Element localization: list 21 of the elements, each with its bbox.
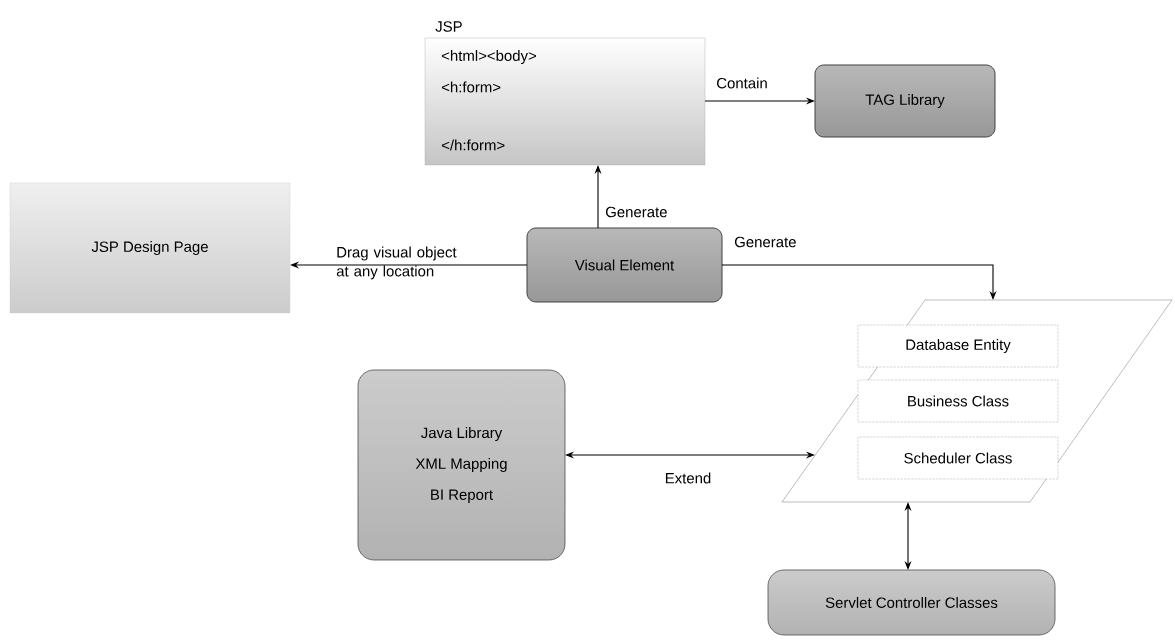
code-line: </h:form> <box>441 139 505 151</box>
process-box: Servlet Controller Classes <box>767 569 1056 636</box>
code-box <box>424 21 706 166</box>
process-box: TAG Library <box>814 64 996 138</box>
class-box: Scheduler Class <box>857 436 1059 480</box>
code-line: <html><body> <box>441 50 536 64</box>
arrow <box>904 502 912 570</box>
arrow <box>565 451 815 459</box>
class-box: Database Entity <box>857 324 1059 368</box>
code-line: <h:form> <box>441 81 501 93</box>
page-box: JSP Design Page <box>9 182 291 314</box>
class-box: Business Class <box>857 379 1059 423</box>
process-box: Visual Element <box>526 227 723 303</box>
edge-label: Contain <box>715 76 769 90</box>
process-box: Java Library XML Mapping BI Report <box>357 369 566 561</box>
arrow <box>721 264 997 300</box>
heading: JSP <box>435 21 462 32</box>
edge-label: Extend <box>663 471 713 485</box>
edge-label: Drag visual object at any location <box>336 246 457 280</box>
edge-label: Generate <box>733 235 798 249</box>
edge-label: Generate <box>604 205 669 219</box>
